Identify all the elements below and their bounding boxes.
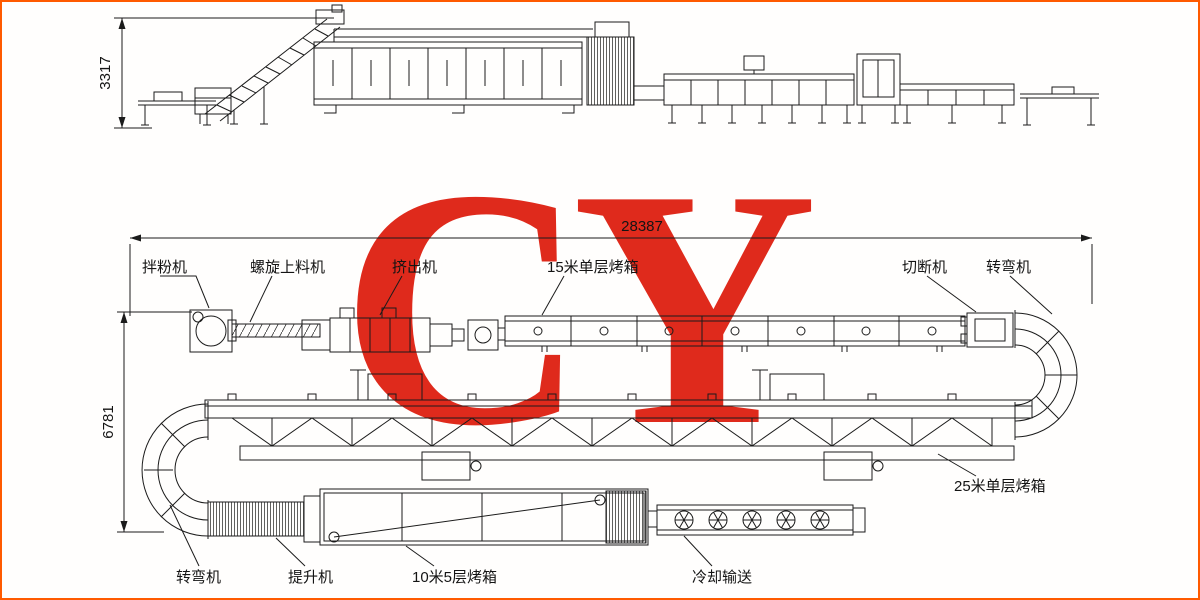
side-main-oven-block xyxy=(313,41,583,114)
plan-cooling-conveyor xyxy=(647,504,866,536)
plan-elevator xyxy=(207,495,321,543)
side-incline-feeder xyxy=(194,4,345,125)
label-screw-feeder: 螺旋上料机 xyxy=(249,259,325,323)
dim-plan-width: 6781 xyxy=(100,311,192,533)
plan-mixer xyxy=(189,309,233,353)
side-tall-unit xyxy=(856,53,901,124)
label-oven-25m-text: 25米单层烤箱 xyxy=(954,478,1046,495)
label-oven-15m: 15米单层烤箱 xyxy=(541,259,639,316)
side-top-duct xyxy=(333,28,593,42)
watermark-logo: CY xyxy=(340,119,811,496)
side-left-table xyxy=(138,91,216,126)
label-oven-25m: 25米单层烤箱 xyxy=(937,453,1046,495)
plan-screw-feeder xyxy=(227,319,321,342)
label-cutter-text: 切断机 xyxy=(902,259,947,276)
dim-plan-length: 28387 xyxy=(129,218,1093,316)
dim-side-height: 3317 xyxy=(97,17,334,129)
label-screw-feeder-text: 螺旋上料机 xyxy=(250,259,325,276)
label-turner-right: 转弯机 xyxy=(986,259,1053,315)
plan-oven-10m xyxy=(319,488,649,546)
side-exhaust-stack xyxy=(586,21,635,106)
dim-plan-width-text: 6781 xyxy=(100,405,117,438)
label-oven-10m: 10米5层烤箱 xyxy=(405,545,497,586)
plan-oven-25m xyxy=(204,369,1033,481)
dim-plan-length-text: 28387 xyxy=(621,218,663,235)
label-mixer: 拌粉机 xyxy=(142,259,210,309)
label-elevator-text: 提升机 xyxy=(288,569,333,586)
dim-side-height-text: 3317 xyxy=(97,56,114,89)
label-oven-15m-text: 15米单层烤箱 xyxy=(547,259,639,276)
label-extruder-text: 挤出机 xyxy=(392,259,437,276)
side-elevation-view xyxy=(138,4,1099,126)
label-turner-right-text: 转弯机 xyxy=(986,259,1031,276)
label-oven-10m-text: 10米5层烤箱 xyxy=(412,569,497,586)
label-cutter: 切断机 xyxy=(902,259,977,313)
label-turner-left: 转弯机 xyxy=(169,504,221,586)
plan-oven-15m xyxy=(504,315,966,352)
label-turner-left-text: 转弯机 xyxy=(176,569,221,586)
label-extruder: 挤出机 xyxy=(379,259,437,316)
side-right-conveyor xyxy=(899,83,1015,124)
labels: 拌粉机 螺旋上料机 挤出机 15米单层烤箱 切断机 转弯机 25米单层烤箱 转 xyxy=(142,259,1053,586)
label-elevator: 提升机 xyxy=(275,537,333,586)
label-cooling-conveyor-text: 冷却输送 xyxy=(692,569,752,586)
side-mid-conveyor xyxy=(634,55,855,124)
plan-cutter xyxy=(960,312,1014,348)
label-mixer-text: 拌粉机 xyxy=(142,259,187,276)
plan-turner-left xyxy=(141,401,209,539)
side-right-table xyxy=(1020,86,1099,126)
label-cooling-conveyor: 冷却输送 xyxy=(683,535,752,586)
plan-view xyxy=(141,307,1078,546)
plan-turner-right xyxy=(1014,310,1078,440)
